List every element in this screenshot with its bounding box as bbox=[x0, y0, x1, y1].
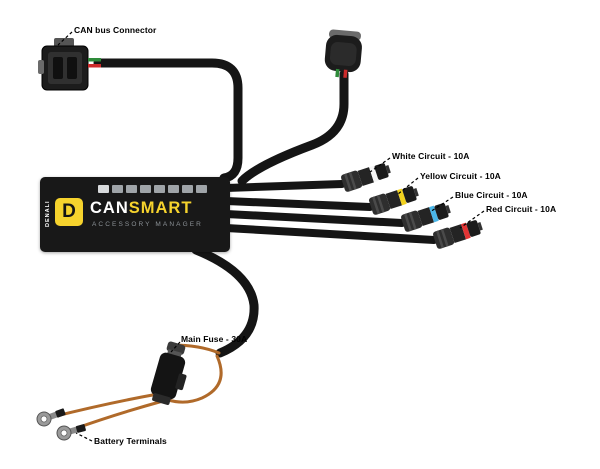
device-name-can: CAN bbox=[90, 199, 129, 217]
fuse-base bbox=[152, 393, 171, 405]
wire-fuse-loop bbox=[166, 354, 223, 404]
label-main-fuse: Main Fuse - 30A bbox=[181, 334, 248, 344]
cable-red-circuit bbox=[222, 224, 438, 244]
label-red-circuit: Red Circuit - 10A bbox=[486, 204, 557, 214]
blue-circuit-connector bbox=[400, 203, 451, 232]
battery-wires bbox=[50, 343, 223, 431]
white-circuit-band bbox=[369, 165, 379, 183]
connector-rib bbox=[372, 196, 380, 215]
connector-cap bbox=[402, 186, 417, 203]
device-subtitle: ACCESSORY MANAGER bbox=[92, 221, 203, 228]
top-right-wire-red bbox=[343, 69, 348, 78]
canbus-connector bbox=[38, 38, 101, 91]
connector-cap bbox=[466, 220, 481, 237]
connector-mid bbox=[385, 190, 403, 210]
connector-rib bbox=[408, 211, 417, 230]
connector-cap bbox=[374, 163, 389, 180]
cansmart-device: DENALI D CANSMART ACCESSORY MANAGER bbox=[40, 177, 230, 252]
port-indicator bbox=[196, 185, 207, 193]
top-right-connector bbox=[324, 29, 362, 78]
connector-rib bbox=[404, 213, 412, 232]
red-circuit-connector bbox=[432, 220, 483, 249]
cable-yellow-circuit bbox=[222, 197, 374, 211]
port-indicator bbox=[182, 185, 193, 193]
terminal-shrink bbox=[55, 408, 66, 418]
cable-top-right bbox=[237, 69, 349, 186]
label-yellow-circuit: Yellow Circuit - 10A bbox=[420, 171, 501, 181]
canbus-wire-green bbox=[88, 58, 101, 62]
label-blue-circuit: Blue Circuit - 10A bbox=[455, 190, 528, 200]
blue-circuit-band bbox=[429, 205, 439, 223]
connector-mid bbox=[449, 224, 467, 244]
connector-tip bbox=[413, 188, 419, 197]
harness-cables bbox=[93, 58, 438, 358]
connector-tip bbox=[385, 165, 391, 174]
connector-rib bbox=[376, 194, 385, 213]
leader-white bbox=[369, 157, 391, 173]
main-fuse-holder bbox=[150, 341, 187, 405]
port-indicator bbox=[98, 185, 109, 193]
cable-white-circuit bbox=[222, 180, 346, 192]
port-indicator bbox=[112, 185, 123, 193]
port-indicator bbox=[140, 185, 151, 193]
device-name-smart: SMART bbox=[128, 199, 193, 217]
fuse-side-tab bbox=[175, 373, 187, 391]
wire-battery-2 bbox=[72, 399, 165, 431]
connector-tip bbox=[477, 222, 483, 231]
canbus-connector-latch bbox=[38, 60, 44, 74]
leader-blue bbox=[429, 196, 454, 213]
leader-yellow bbox=[397, 177, 419, 195]
connector-rib bbox=[436, 230, 444, 249]
yellow-circuit-connector bbox=[368, 186, 419, 215]
denali-logo-icon: D bbox=[55, 198, 83, 226]
port-indicator-row bbox=[98, 185, 207, 193]
leader-red bbox=[459, 210, 485, 229]
denali-brand-text: DENALI bbox=[45, 200, 51, 227]
label-battery-terminals: Battery Terminals bbox=[94, 436, 167, 446]
cable-canbus bbox=[93, 58, 243, 183]
cable-blue-circuit bbox=[222, 210, 406, 227]
canbus-connector-slot bbox=[53, 57, 63, 79]
connector-tip bbox=[445, 205, 451, 214]
terminal-shrink bbox=[75, 424, 86, 433]
connector-rib bbox=[348, 171, 357, 190]
top-right-wire-green bbox=[335, 68, 340, 78]
canbus-connector-slot bbox=[67, 57, 77, 79]
leader-battery bbox=[75, 432, 93, 442]
label-white-circuit: White Circuit - 10A bbox=[392, 151, 470, 161]
connector-rib bbox=[440, 228, 449, 247]
terminal-hole bbox=[40, 415, 48, 423]
top-right-connector-face bbox=[329, 41, 357, 67]
white-circuit-connector bbox=[340, 163, 391, 192]
battery-terminal-2 bbox=[56, 424, 86, 441]
connector-mid bbox=[417, 207, 435, 227]
device-name: CANSMART bbox=[90, 199, 192, 218]
port-indicator bbox=[126, 185, 137, 193]
port-indicator bbox=[168, 185, 179, 193]
port-indicator bbox=[154, 185, 165, 193]
battery-terminal-1 bbox=[36, 408, 66, 427]
cable-power bbox=[191, 245, 259, 358]
red-circuit-band bbox=[461, 222, 471, 240]
label-leaders bbox=[57, 31, 485, 442]
connector-rib bbox=[344, 173, 352, 192]
canbus-wire-red bbox=[88, 64, 101, 68]
leader-fuse bbox=[170, 341, 181, 353]
terminal-hole bbox=[60, 429, 68, 437]
label-canbus-connector: CAN bus Connector bbox=[74, 25, 157, 35]
